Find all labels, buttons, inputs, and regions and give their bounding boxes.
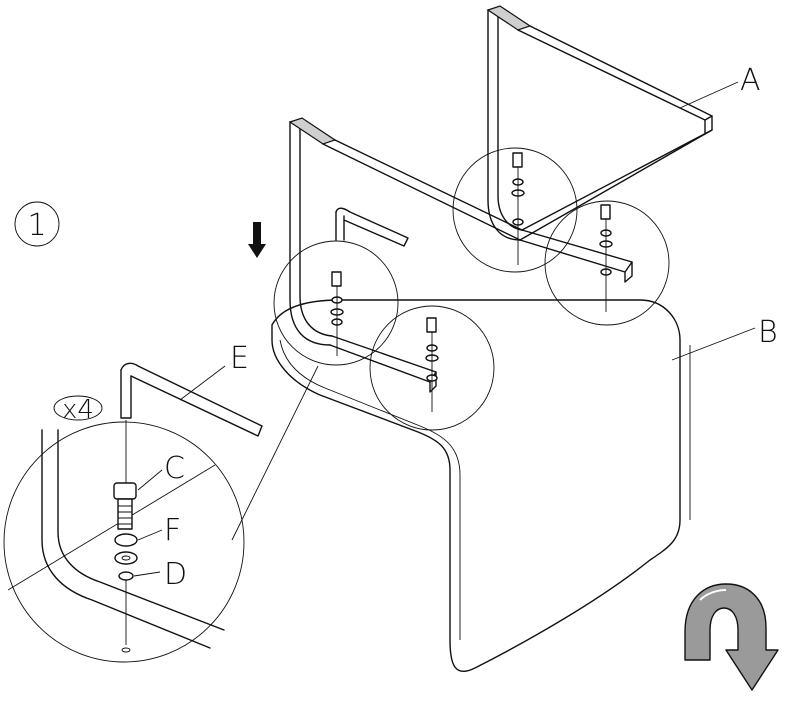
leader-a xyxy=(679,81,739,109)
screw-set-2 xyxy=(511,152,525,265)
screw-set-3 xyxy=(599,204,613,312)
allen-key-e xyxy=(120,362,263,437)
arrow-down-icon xyxy=(248,222,266,258)
label-f: F xyxy=(164,513,181,548)
step-number: 1 xyxy=(27,208,46,243)
label-b: B xyxy=(758,315,778,350)
screw-set-4 xyxy=(425,317,439,412)
step-number-circle xyxy=(14,201,60,247)
allen-key-on-seat xyxy=(335,207,409,247)
leader-b xyxy=(671,327,756,361)
seat-panel-b xyxy=(271,299,691,673)
label-c: C xyxy=(164,451,185,486)
zoom-detail xyxy=(3,365,319,663)
screw-set-1 xyxy=(330,271,344,356)
label-a: A xyxy=(740,63,761,98)
quantity-bubble xyxy=(53,395,103,421)
label-e: E xyxy=(230,341,249,376)
quantity-label: x4 xyxy=(62,395,94,425)
flip-over-icon xyxy=(684,583,779,691)
detail-circles xyxy=(273,147,670,431)
label-d: D xyxy=(164,557,187,592)
frame-a xyxy=(288,5,713,393)
